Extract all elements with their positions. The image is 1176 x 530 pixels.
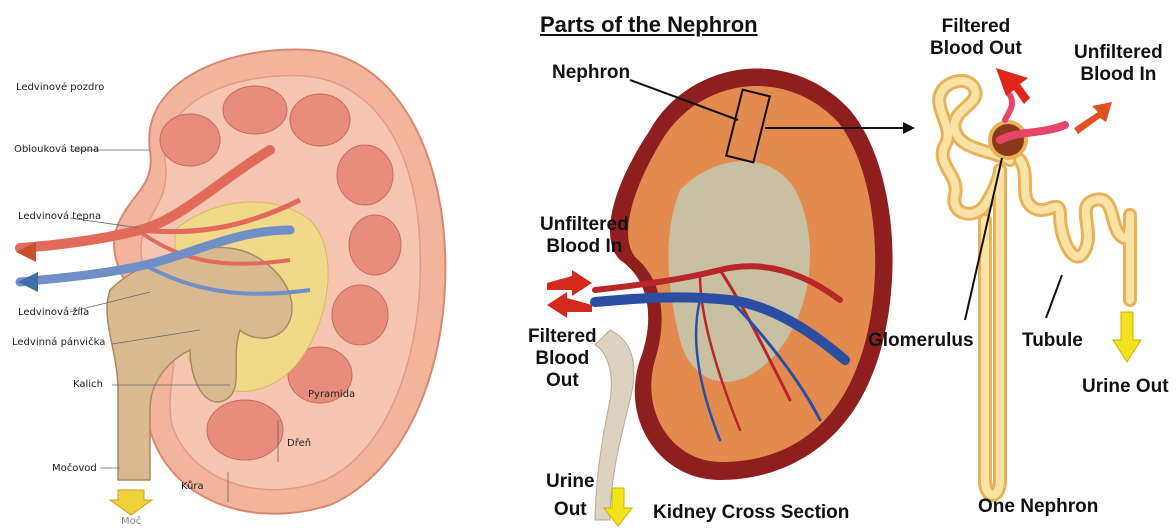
label-unfiltered-blood-in-left: Unfiltered Blood In	[540, 214, 629, 258]
label-urine-out-right: Urine Out	[1082, 376, 1169, 398]
label-filtered-blood-out-left: Filtered Blood Out	[528, 326, 597, 392]
blood-in-arrow-icon	[547, 270, 592, 296]
label-urine-out-left: Urine Out	[546, 468, 595, 524]
label-nephron: Nephron	[552, 62, 630, 84]
label-filtered-blood-out-top: Filtered Blood Out	[930, 16, 1022, 60]
label-ureter: Močovod	[52, 463, 97, 474]
label-urine: Moč	[121, 516, 141, 527]
nephron-illustration	[939, 68, 1141, 495]
label-calyx: Kalich	[73, 379, 103, 390]
zoom-arrow-icon	[903, 122, 915, 134]
label-pyramid: Pyramida	[308, 389, 355, 400]
outflow-arrow-icon	[18, 272, 38, 292]
label-arcuate-artery: Oblouková tepna	[14, 144, 99, 155]
label-kidney-cross-section: Kidney Cross Section	[653, 502, 849, 524]
label-renal-vein: Ledvinová žíla	[18, 307, 89, 318]
blood-out-arrow-icon	[547, 292, 592, 318]
left-kidney-illustration	[16, 50, 445, 515]
label-renal-capsule: Ledvinové pozdro	[16, 82, 104, 93]
label-medulla: Dřeň	[287, 438, 311, 449]
diagram-title: Parts of the Nephron	[540, 12, 758, 38]
cross-section-illustration	[547, 69, 915, 526]
unfiltered-in-arrow-icon	[1074, 102, 1112, 134]
label-renal-pelvis: Ledvinná pánvička	[12, 337, 105, 348]
label-unfiltered-blood-in-right: Unfiltered Blood In	[1074, 42, 1163, 86]
label-glomerulus: Glomerulus	[868, 330, 974, 352]
urine-out-arrow-right-icon	[1113, 312, 1141, 362]
label-tubule: Tubule	[1022, 330, 1083, 352]
urine-down-arrow-icon	[110, 490, 152, 515]
label-one-nephron: One Nephron	[978, 496, 1098, 518]
label-renal-artery: Ledvinová tepna	[18, 211, 101, 222]
label-cortex: Kůra	[181, 481, 204, 492]
